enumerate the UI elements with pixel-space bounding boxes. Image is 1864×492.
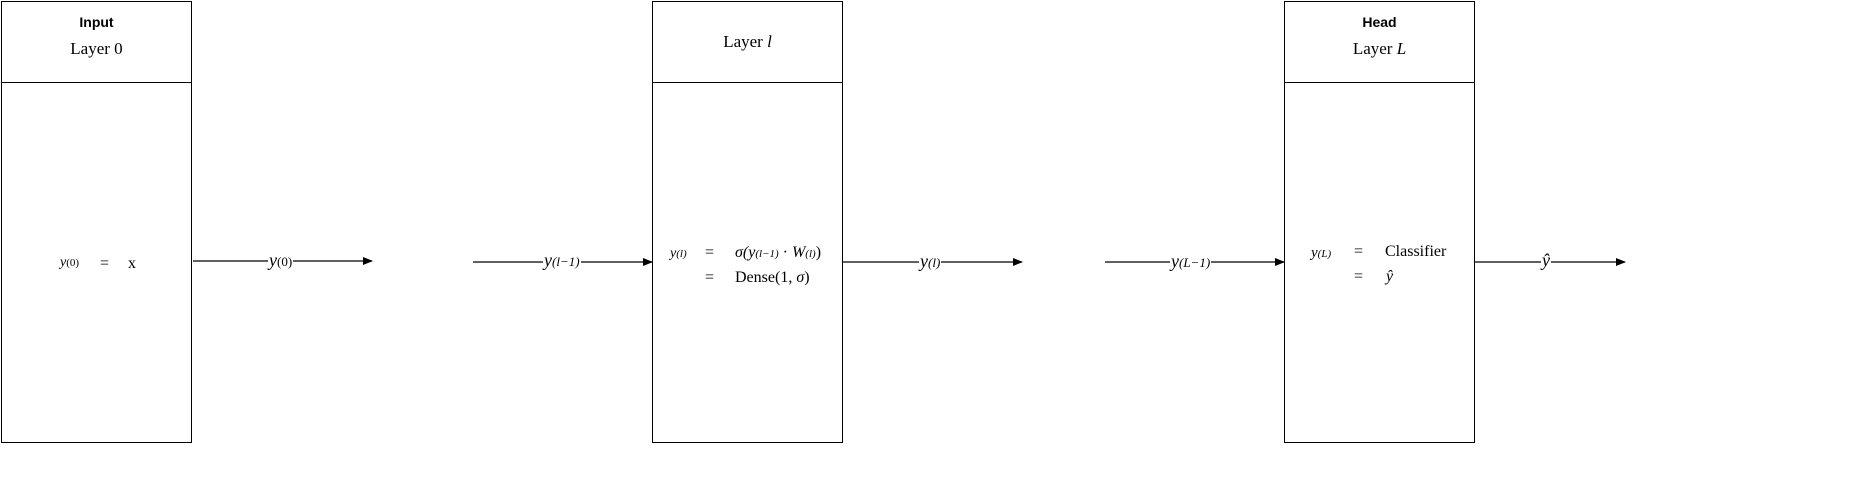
input-role-label: Input: [79, 14, 114, 30]
hidden-layer-box: Layer l y(l) = σ(y(l−1) · W(l)) = Dense(…: [652, 1, 843, 443]
edge-label-y0: y(0): [268, 250, 294, 272]
head-role-label: Head: [1362, 14, 1397, 30]
head-layer-box: Head Layer L y(L) = Classifier = ŷ: [1284, 1, 1475, 443]
head-layer-header: Head Layer L: [1285, 2, 1474, 83]
edge-label-y-hat: ŷ: [1541, 250, 1551, 272]
edge-label-y-l-minus-1: y(l−1): [543, 250, 581, 272]
edge-label-y-l: y(l): [919, 251, 942, 273]
head-equation: y(L) = Classifier = ŷ: [1311, 243, 1447, 285]
hidden-layer-header: Layer l: [653, 2, 842, 83]
input-layer-header: Input Layer 0: [2, 2, 191, 83]
edge-label-y-L-minus-1: y(L−1): [1170, 251, 1212, 273]
input-layer-box: Input Layer 0 y(0) = x: [1, 1, 192, 443]
input-equation: y(0) = x: [60, 255, 136, 272]
head-layer-name: Layer L: [1352, 39, 1407, 58]
input-layer-name: Layer 0: [70, 39, 123, 58]
hidden-equation: y(l) = σ(y(l−1) · W(l)) = Dense(1, σ): [670, 244, 822, 286]
hidden-layer-name: Layer l: [723, 32, 772, 51]
